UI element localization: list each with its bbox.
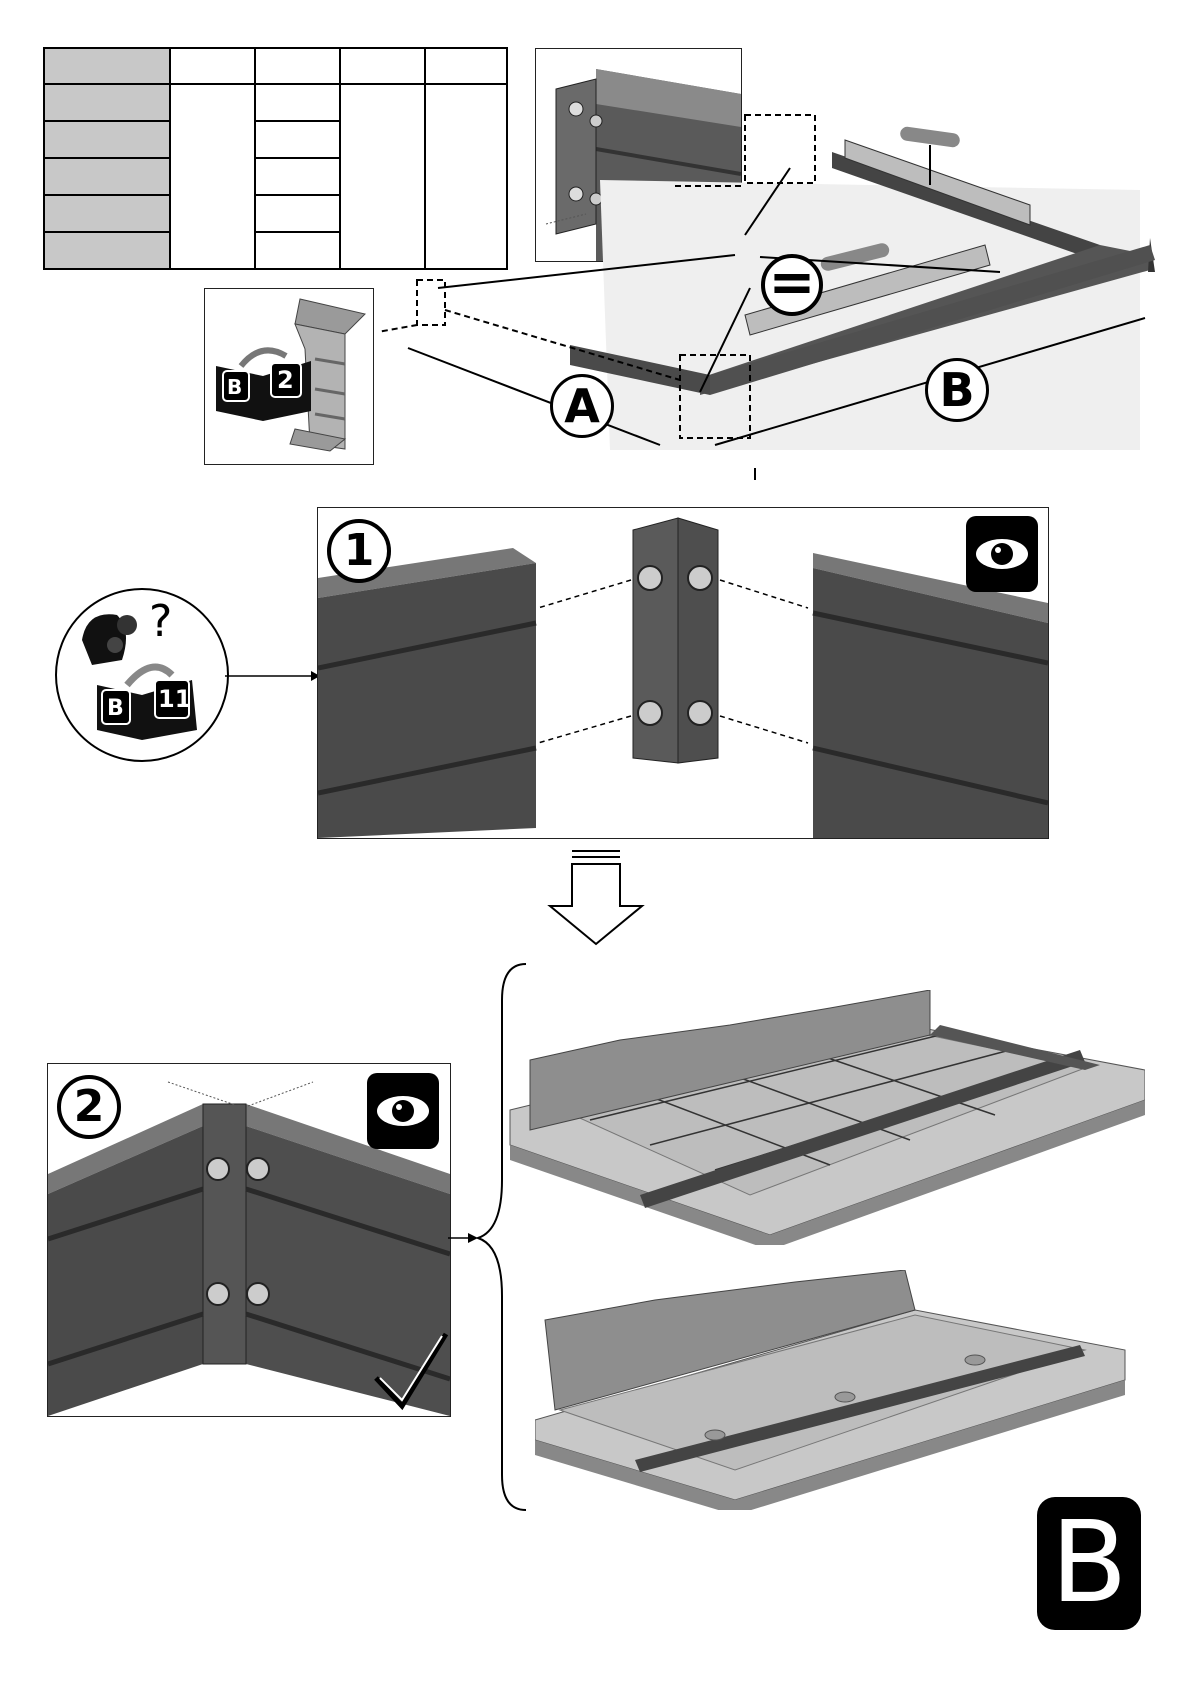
eye-icon: [367, 1073, 439, 1149]
step-1-number-text: 1: [344, 525, 375, 576]
dimension-b-label: B: [925, 358, 989, 422]
book-ref-page: 2: [277, 366, 294, 394]
equal-diagonals-marker: =: [761, 254, 823, 316]
step-2-number: 2: [57, 1075, 121, 1139]
equal-diagonals-label: [1137, 351, 1191, 407]
step-2-number-text: 2: [74, 1081, 105, 1132]
step-1-number: 1: [327, 519, 391, 583]
help-ref-section: B: [107, 696, 124, 721]
installation-option-concrete-slab: [535, 1270, 1135, 1510]
dimension-a-label: A: [550, 374, 614, 438]
edge-profile-inset: B 2: [204, 288, 374, 465]
equal-sign-text: =: [769, 250, 816, 315]
step-1-panel: [317, 507, 1049, 839]
book-ref-section: B: [227, 375, 242, 399]
help-reference-circle: ? B 11: [55, 588, 229, 762]
dimension-b-text: B: [939, 363, 974, 417]
section-badge-text: B: [1051, 1498, 1128, 1628]
help-ref-page: 11: [158, 685, 191, 713]
checkmark-icon: [372, 1330, 450, 1412]
installation-option-tiled-floor: [500, 990, 1145, 1245]
help-question-mark: ?: [149, 596, 172, 647]
help-pointer-arrow: [225, 670, 320, 682]
eye-icon: [966, 516, 1038, 592]
dimension-a-text: A: [564, 379, 600, 433]
manual-book-icon: B 2: [211, 341, 316, 421]
section-badge: B: [1037, 1497, 1141, 1630]
next-step-arrow: [546, 848, 646, 946]
